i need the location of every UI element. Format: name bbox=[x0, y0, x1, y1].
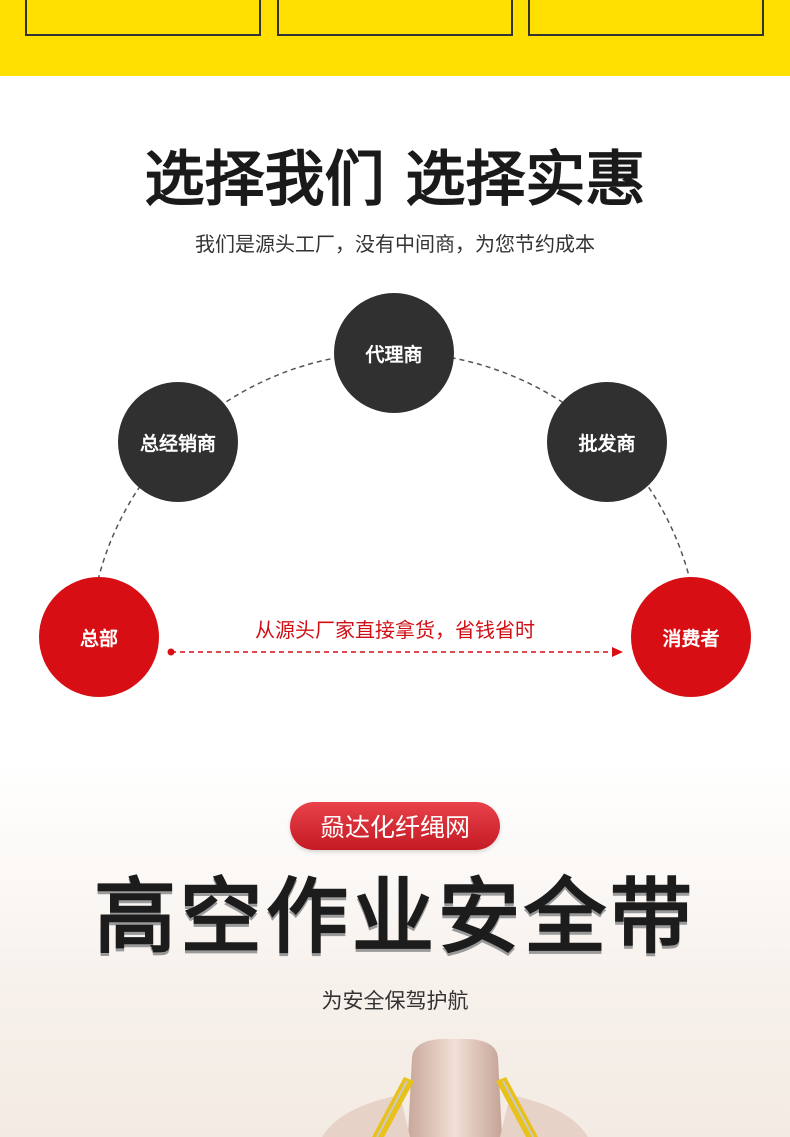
top-tab-box bbox=[277, 0, 513, 36]
node-wholesaler-label: 批发商 bbox=[578, 432, 636, 455]
product-title: 高空作业安全带 bbox=[93, 870, 696, 965]
node-general-distributor: 总经销商 bbox=[118, 382, 238, 502]
harness-right-reflective-line bbox=[502, 1080, 534, 1137]
harness-left-reflective-line bbox=[376, 1080, 408, 1137]
brand-badge: 赑达化纤绳网 bbox=[290, 802, 500, 850]
mannequin-neck bbox=[408, 1039, 502, 1137]
mannequin-harness-image bbox=[322, 1039, 588, 1137]
node-headquarters-label: 总部 bbox=[79, 627, 118, 650]
brand-name: 赑达化纤绳网 bbox=[319, 813, 470, 842]
node-general-distributor-label: 总经销商 bbox=[139, 432, 216, 455]
top-yellow-band bbox=[0, 0, 790, 76]
arrow-start-dot bbox=[167, 648, 175, 656]
top-tab-box bbox=[25, 0, 261, 36]
node-headquarters: 总部 bbox=[39, 577, 159, 697]
node-agent-label: 代理商 bbox=[365, 343, 423, 366]
product-tagline: 为安全保驾护航 bbox=[321, 989, 469, 1013]
top-tab-box bbox=[528, 0, 764, 36]
direct-shipping-note: 从源头厂家直接拿货，省钱省时 bbox=[255, 618, 535, 642]
node-wholesaler: 批发商 bbox=[547, 382, 667, 502]
section-title: 选择我们 选择实惠 bbox=[144, 145, 646, 215]
arrow-head-icon bbox=[612, 647, 623, 657]
node-agent: 代理商 bbox=[334, 293, 454, 413]
node-consumer: 消费者 bbox=[631, 577, 751, 697]
node-consumer-label: 消费者 bbox=[662, 627, 720, 650]
section-subtitle: 我们是源头工厂，没有中间商，为您节约成本 bbox=[195, 232, 595, 256]
